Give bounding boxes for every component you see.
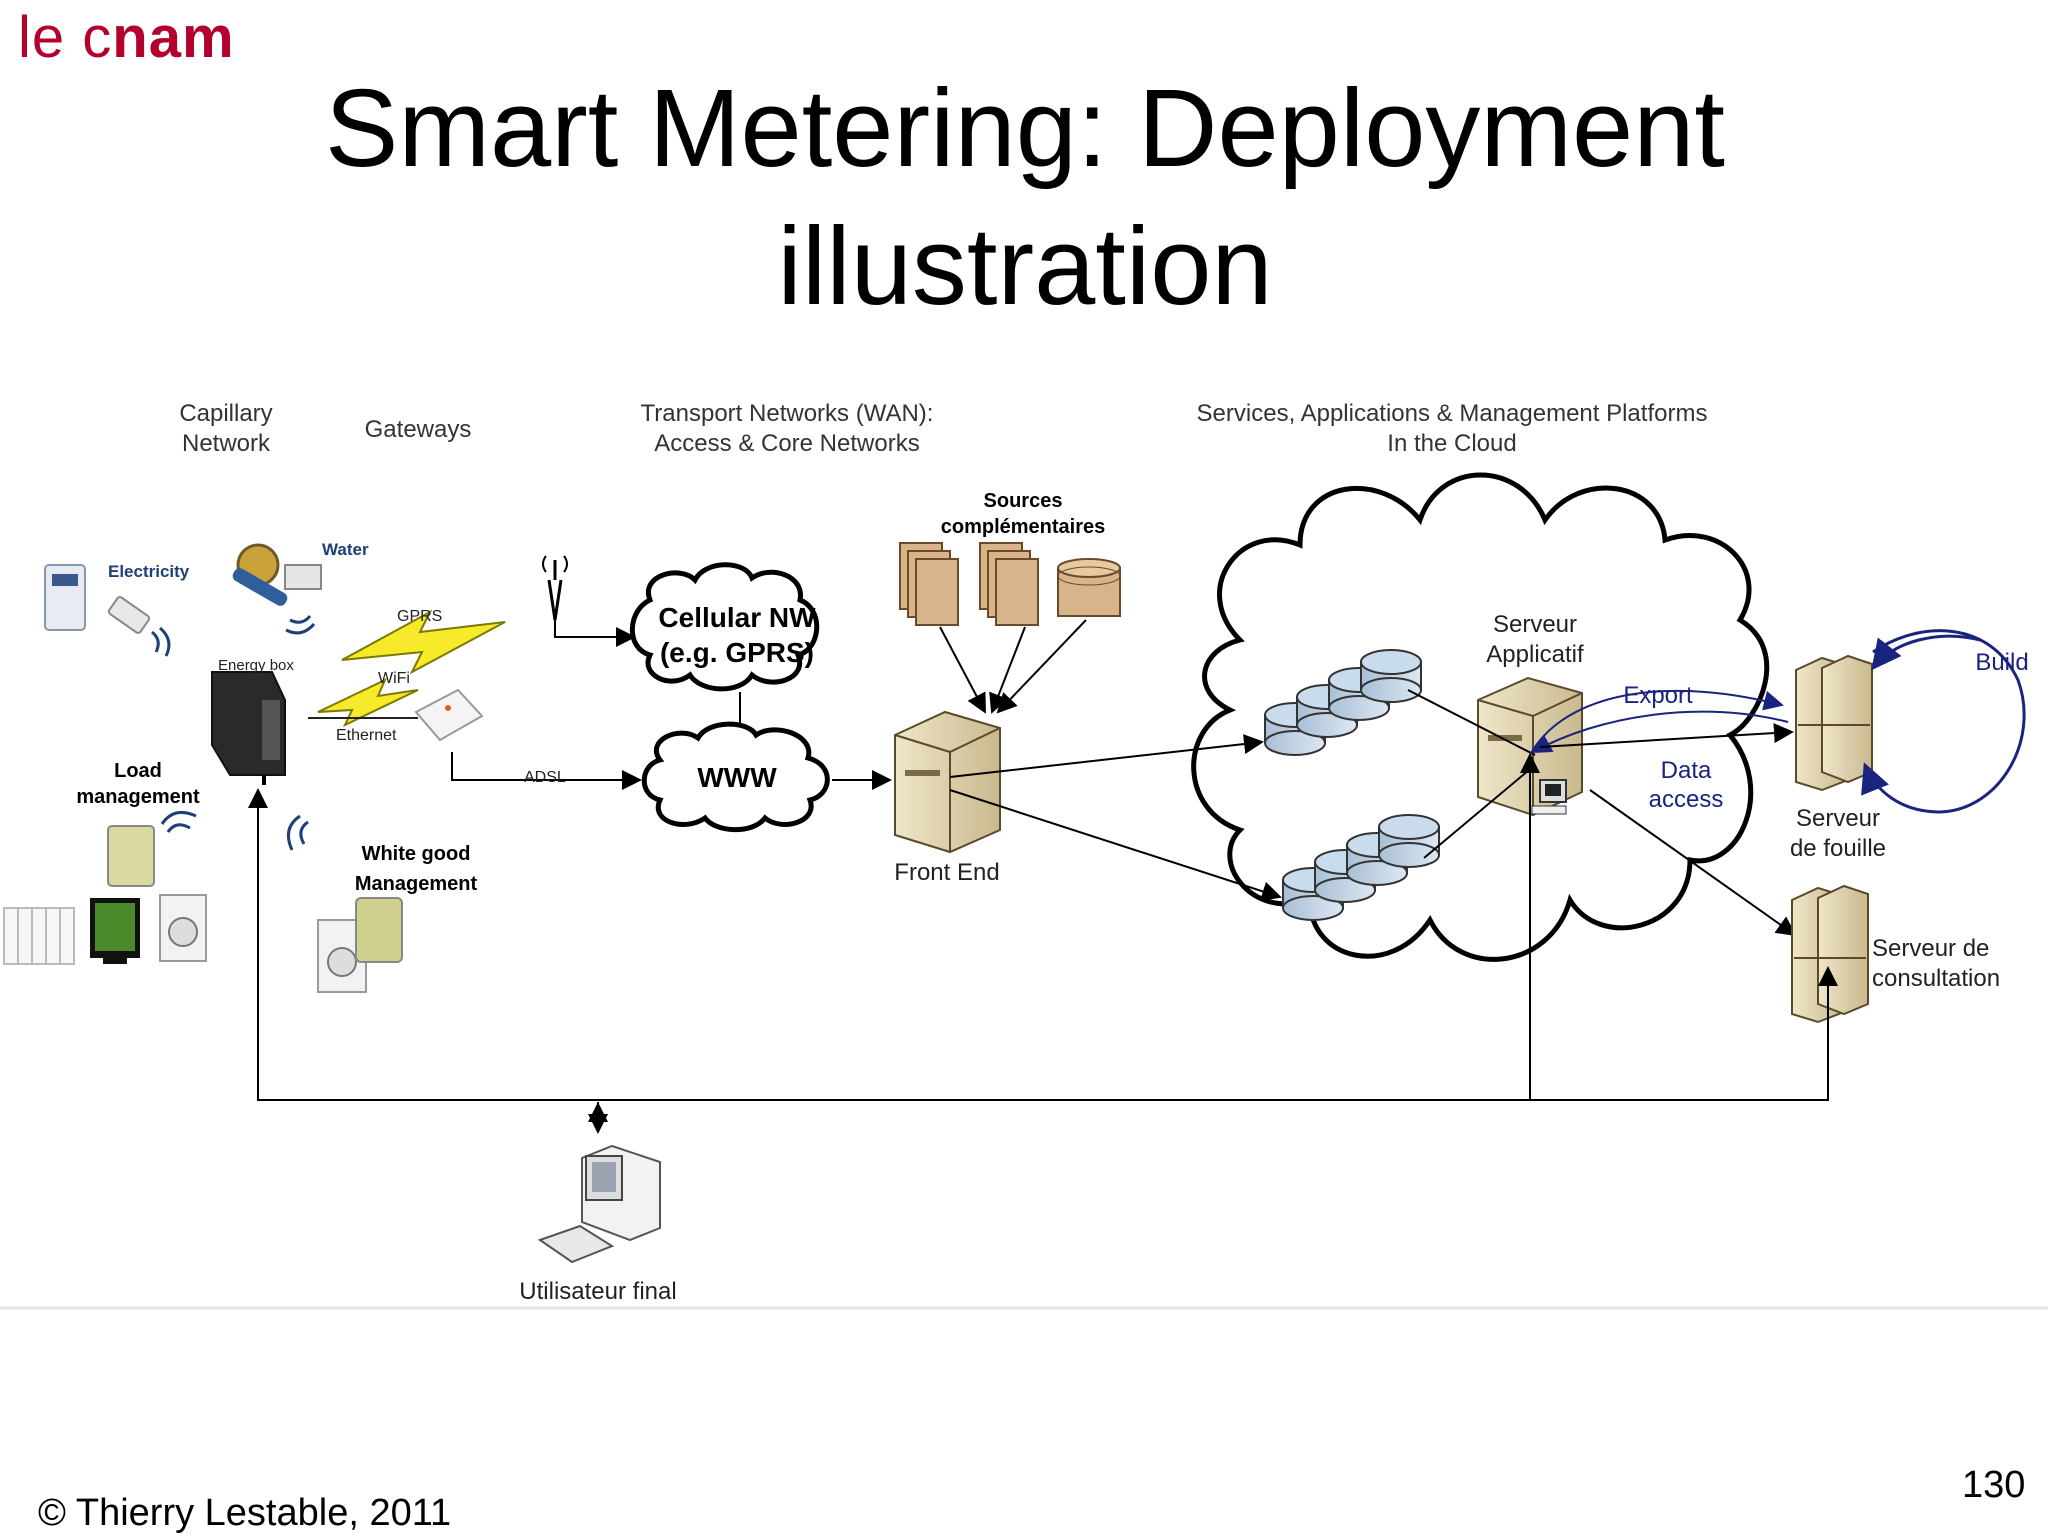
database-cluster-bottom xyxy=(1282,814,1440,921)
slide-title: Smart Metering: Deployment illustration xyxy=(200,60,1850,336)
page-number: 130 xyxy=(1962,1464,2026,1506)
front-end-label: Front End xyxy=(894,859,999,886)
workstation-icon xyxy=(1531,779,1567,815)
build-loop-arrow xyxy=(1871,634,1981,671)
data-access-label-2: access xyxy=(1649,786,1724,813)
sources-label-2: complémentaires xyxy=(941,516,1106,538)
frontend-to-db-arrow xyxy=(949,789,1282,901)
source-arrow xyxy=(996,619,1087,714)
washing-machine-icon xyxy=(159,894,207,962)
fouille-label-1: Serveur xyxy=(1796,805,1880,832)
cnam-logo: le cnam xyxy=(18,5,235,70)
water-meter-icon xyxy=(232,543,322,606)
documents-icon xyxy=(899,542,959,626)
electricity-label: Electricity xyxy=(108,562,190,581)
serveur-app-label-2: Applicatif xyxy=(1486,641,1584,668)
wifi-bolt-icon xyxy=(317,677,419,728)
radiator-icon xyxy=(3,907,75,965)
white-good-label-2: Management xyxy=(355,873,478,895)
header-services-1: Services, Applications & Management Plat… xyxy=(1197,400,1708,427)
load-module-icon xyxy=(107,825,155,887)
wireless-icon xyxy=(286,814,309,851)
electricity-meter-icon xyxy=(44,564,151,634)
db-to-app-link xyxy=(1407,689,1536,756)
sources-label-1: Sources xyxy=(984,490,1063,512)
consultation-server-icon xyxy=(1791,884,1869,1024)
database-cluster-top xyxy=(1264,649,1422,756)
title-line-1: Smart Metering: Deployment xyxy=(325,67,1725,190)
ethernet-label: Ethernet xyxy=(336,727,397,744)
tv-icon xyxy=(90,898,140,964)
user-label: Utilisateur final xyxy=(519,1278,676,1305)
gateway-modem-icon xyxy=(414,688,484,742)
db-to-app-link xyxy=(1423,764,1536,859)
wifi-label: WiFi xyxy=(378,670,410,687)
database-icon xyxy=(1057,558,1121,617)
fouille-label-2: de fouille xyxy=(1790,835,1886,862)
water-label: Water xyxy=(322,540,369,559)
header-transport-2: Access & Core Networks xyxy=(654,430,919,457)
export-label: Export xyxy=(1623,682,1693,709)
adsl-arrow xyxy=(451,752,642,790)
app-to-consultation-arrow xyxy=(1589,789,1797,937)
serveur-app-label-1: Serveur xyxy=(1493,611,1577,638)
load-label-2: management xyxy=(76,786,200,808)
cellular-label-1: Cellular NW xyxy=(658,602,816,633)
consultation-label-2: consultation xyxy=(1872,965,2000,992)
deployment-diagram: Capillary Network Gateways Transport Net… xyxy=(0,400,2048,1310)
header-services-2: In the Cloud xyxy=(1387,430,1516,457)
adsl-label: ADSL xyxy=(524,769,566,786)
source-arrow xyxy=(989,626,1026,714)
antenna-icon xyxy=(542,555,568,621)
gprs-bolt-icon xyxy=(341,609,506,675)
gprs-label: GPRS xyxy=(397,608,442,625)
load-label-1: Load xyxy=(114,760,162,782)
cellular-label-2: (e.g. GPRS) xyxy=(660,637,814,668)
wireless-icon xyxy=(285,615,316,635)
white-good-label-1: White good xyxy=(362,843,471,865)
energy-box-icon xyxy=(211,671,286,785)
user-computer-icon xyxy=(537,1144,661,1264)
frontend-to-db-arrow xyxy=(949,734,1264,778)
cellular-nw-cloud xyxy=(629,562,820,692)
app-to-fouille-arrow xyxy=(1539,723,1794,748)
header-capillary-2: Network xyxy=(182,430,271,457)
data-access-label-1: Data xyxy=(1661,757,1712,784)
data-access-arrow xyxy=(1531,710,1789,753)
header-capillary-1: Capillary xyxy=(179,400,272,427)
copyright-footer: © Thierry Lestable, 2011 xyxy=(38,1492,452,1534)
www-cloud xyxy=(641,721,830,833)
title-line-2: illustration xyxy=(777,205,1273,328)
header-gateways: Gateways xyxy=(365,416,472,443)
consultation-label-1: Serveur de xyxy=(1872,935,1989,962)
energy-box-label: Energy box xyxy=(218,657,294,674)
www-label: WWW xyxy=(697,762,777,793)
front-end-server-icon xyxy=(894,710,1001,854)
header-transport-1: Transport Networks (WAN): xyxy=(641,400,934,427)
wireless-icon xyxy=(151,626,171,657)
build-loop-arrow xyxy=(1861,629,2026,814)
white-good-icon xyxy=(317,897,403,993)
documents-icon xyxy=(979,542,1039,626)
build-label: Build xyxy=(1975,649,2028,676)
mining-server-icon xyxy=(1795,654,1873,792)
wireless-icon xyxy=(160,810,197,833)
source-arrow xyxy=(939,626,986,714)
antenna-to-cellular-arrow xyxy=(554,620,636,647)
